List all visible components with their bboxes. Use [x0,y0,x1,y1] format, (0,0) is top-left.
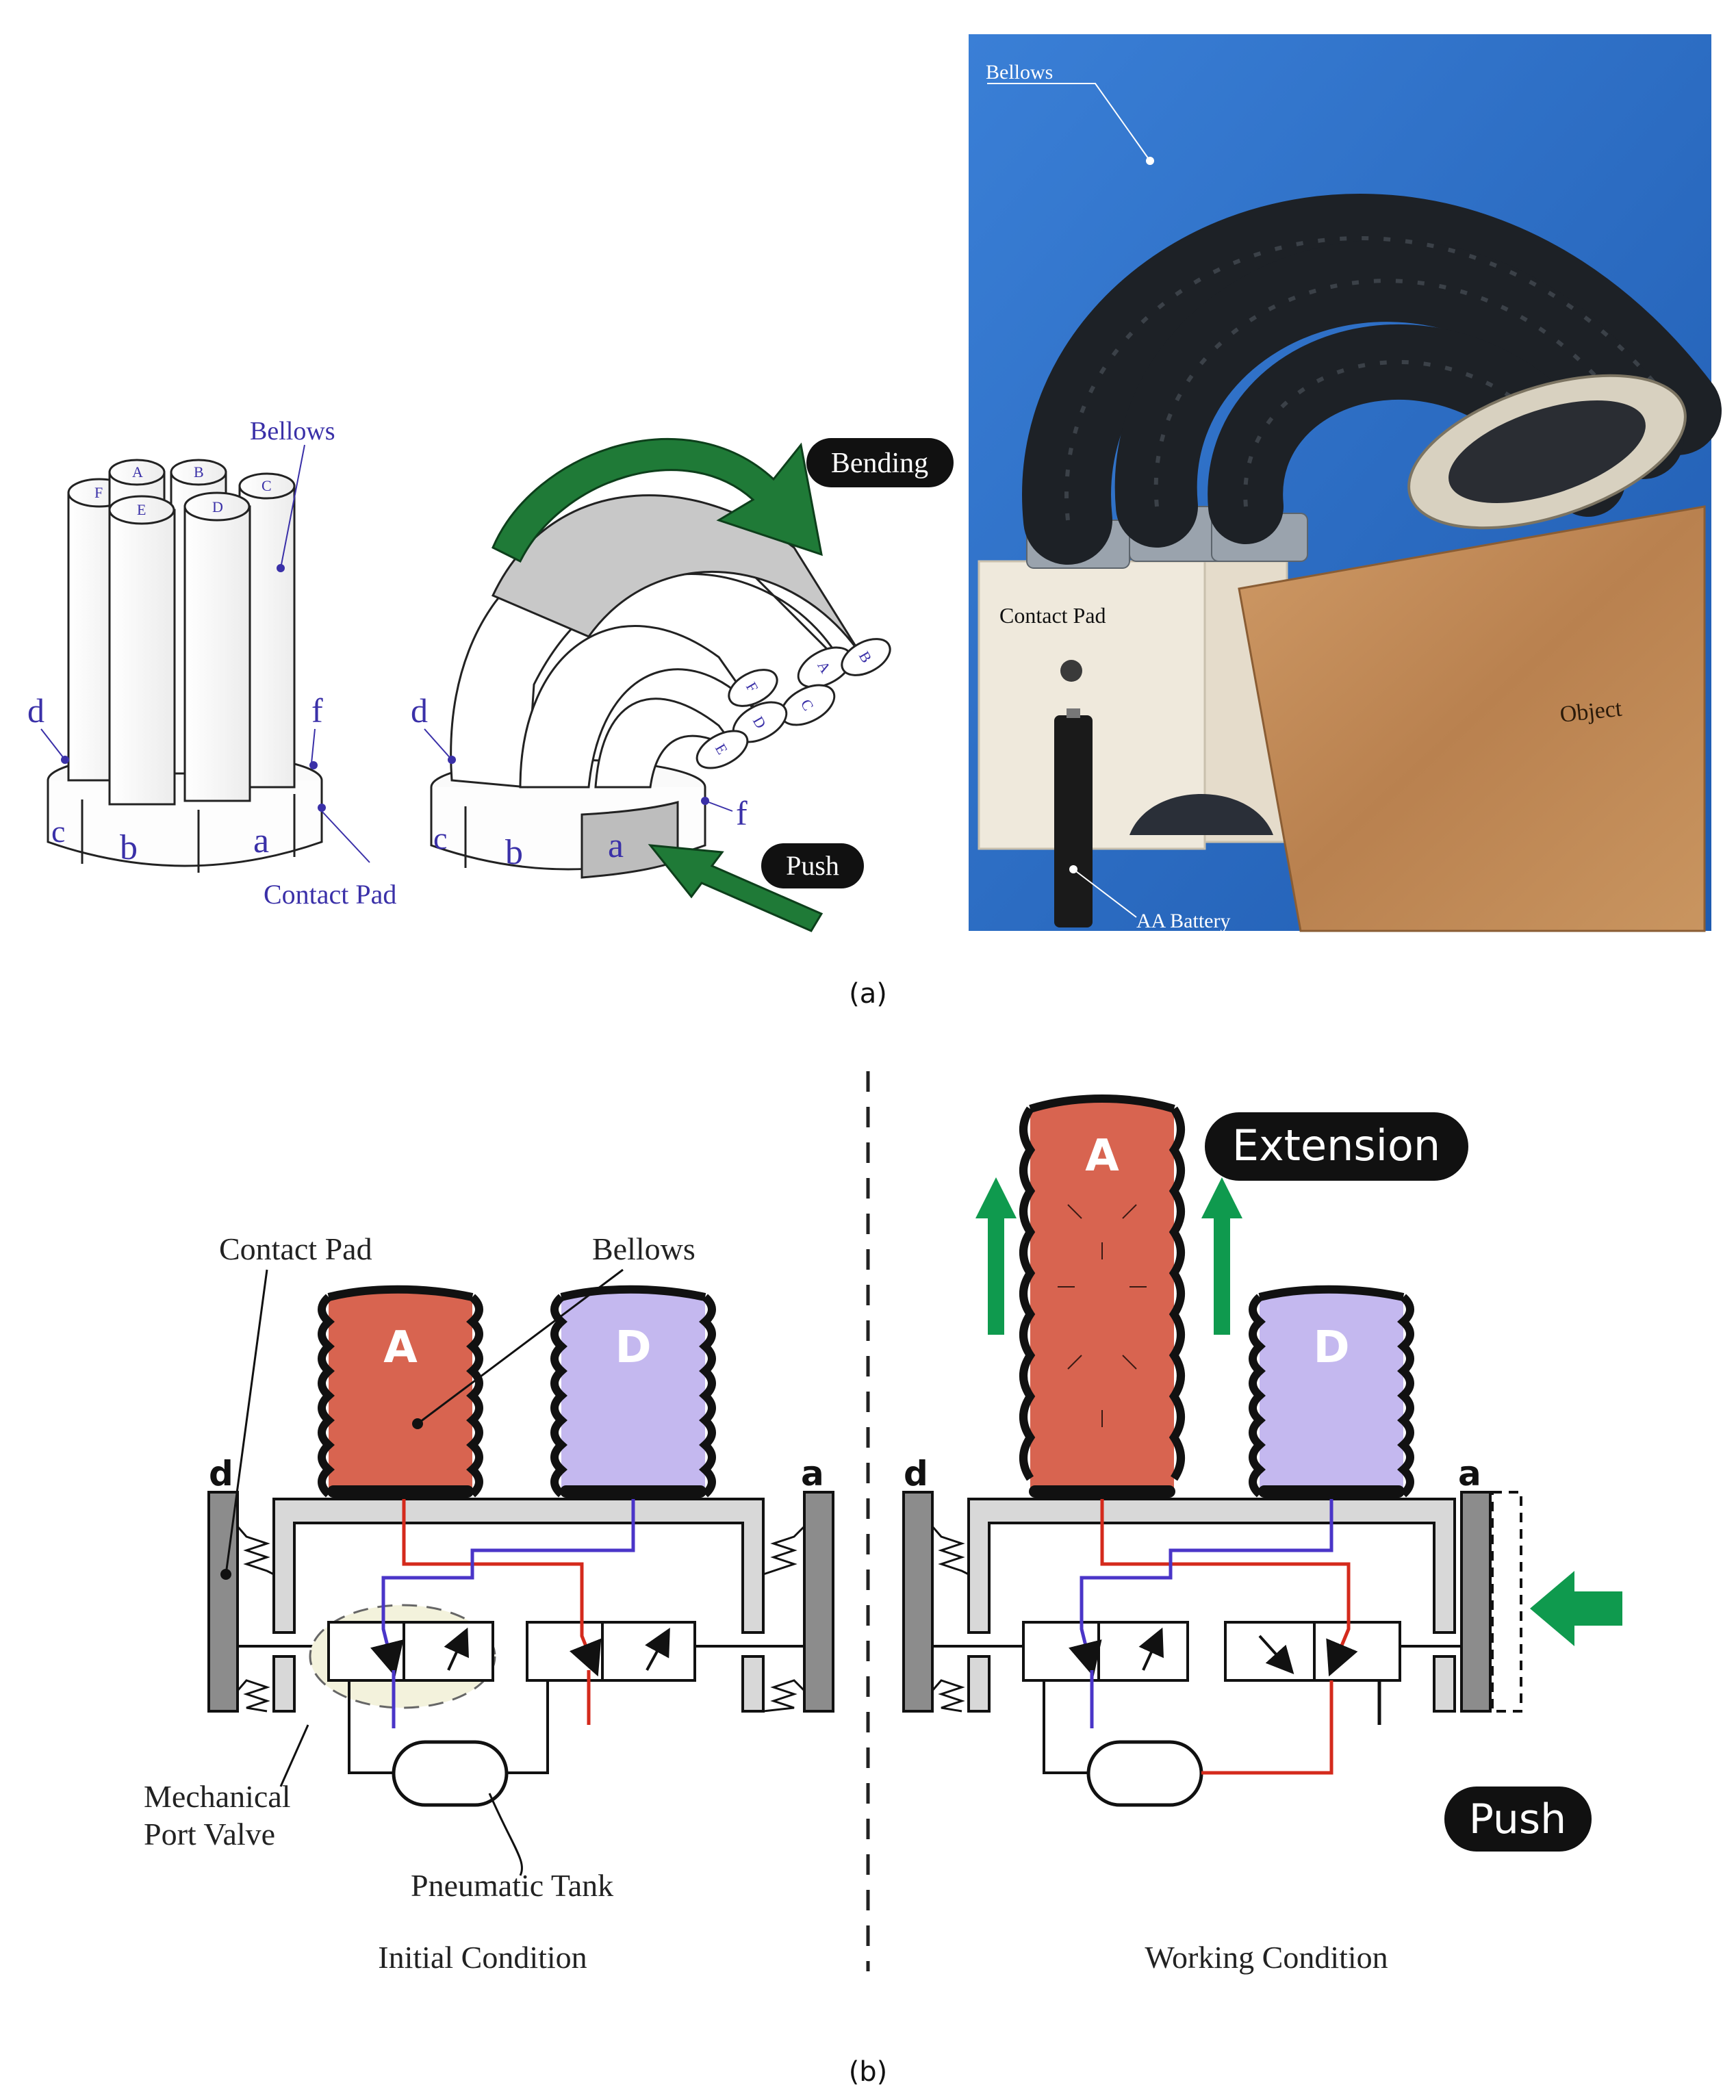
tube-letter-f: F [94,484,103,501]
bend-pad-letter-a: a [608,826,624,865]
bend-pad-letter-b: b [505,833,523,872]
working-pneumatic-tank [1086,1740,1203,1807]
tube-letter-a: A [132,463,143,481]
pad-d-dot [61,756,69,764]
working-bellow-a [1030,1099,1174,1492]
prototype-photo: Bellows Contact Pad Object AA Battery [969,34,1722,932]
initial-contact-pad-label: Contact Pad [219,1231,372,1266]
bend-pad-letter-c: c [433,821,447,856]
initial-bellow-d-letter: D [615,1322,651,1373]
contact-pad-label: Contact Pad [264,879,396,910]
initial-bellow-a-letter: A [383,1322,418,1373]
sketch-bending-actuator: A B C D E F c b a d f Bending Push [411,437,954,932]
sketch-straight-actuator: A B C D E F c b a d f Bellows Contact Pa… [27,417,396,910]
working-bellow-a-letter: A [1085,1131,1119,1181]
photo-aa-battery [1054,715,1093,927]
working-bellow-d-letter: D [1313,1322,1349,1373]
bending-label: Bending [831,448,928,479]
working-pad-right [1460,1491,1492,1713]
tube-letter-e: E [137,501,146,518]
pad-letter-a: a [253,821,269,860]
tube-letter-d: D [212,498,223,515]
photo-contact-pad-label: Contact Pad [999,603,1106,628]
pad-letters: c b a d f [27,691,323,867]
pad-dot [318,804,326,812]
bellows-label: Bellows [250,417,335,446]
initial-valves [327,1621,696,1682]
pad-f-dot [309,761,318,769]
bending-arrow [492,437,823,563]
tube-letter-c: C [261,477,272,494]
initial-pad-right [803,1491,834,1713]
extension-arrow-right [1201,1177,1242,1335]
tube-letter-b: B [194,463,204,481]
working-valves [1022,1621,1401,1682]
initial-condition-diagram: A D d a [144,1231,834,1975]
tank-label: Pneumatic Tank [411,1868,613,1903]
photo-bellows-label: Bellows [986,61,1053,84]
pad-letter-b: b [120,828,138,867]
working-push-label-pill [1444,1787,1592,1852]
pad-letter-c: c [51,814,65,849]
extension-arrow-left [975,1177,1017,1335]
working-pad-left [902,1491,934,1713]
working-pad-right-letter: a [1458,1454,1481,1494]
working-condition-diagram: A D d a [902,1094,1622,1975]
bellows-tubes [67,459,296,806]
working-bellow-d [1260,1289,1403,1492]
initial-condition-title: Initial Condition [378,1940,587,1975]
photo-bellows-ribs [1064,236,1679,521]
initial-pad-right-letter: a [801,1454,824,1494]
photo-wood-object [1238,505,1706,932]
push-label-pill [761,843,864,888]
photo-battery-label: AA Battery [1136,910,1230,932]
extension-label: Extension [1232,1121,1440,1170]
push-arrow [648,844,824,932]
working-push-label: Push [1469,1795,1566,1843]
valve-label-line1: Mechanical [144,1779,291,1814]
initial-bellow-a [329,1289,472,1492]
working-frame [967,1498,1456,1634]
initial-bellow-d [561,1289,705,1492]
initial-frame [272,1498,765,1634]
pad-letter-f: f [311,691,323,730]
tube-ends [695,638,891,769]
bend-pad-letter-d: d [411,691,428,730]
pressed-pad-segment [580,801,679,879]
tube-letters: A B C D E F [94,463,272,518]
pad-letter-d: d [27,691,44,730]
pressure-arrows [1058,1204,1147,1427]
working-pad-left-letter: d [904,1454,928,1494]
bend-pad-letter-f: f [736,794,748,832]
bending-label-pill [806,438,954,487]
initial-pad-left-letter: d [209,1454,233,1494]
initial-bellows-label: Bellows [592,1231,695,1266]
working-pad-original-outline [1491,1491,1522,1713]
valve-label-line2: Port Valve [144,1817,275,1852]
extension-label-pill [1205,1112,1468,1181]
working-push-arrow [1530,1571,1622,1646]
caption-a: (a) [849,978,887,1010]
caption-b: (b) [849,2056,888,2088]
working-condition-title: Working Condition [1145,1940,1388,1975]
bellows-dot [277,564,285,572]
push-label: Push [786,850,839,881]
leader-lines [40,444,370,863]
